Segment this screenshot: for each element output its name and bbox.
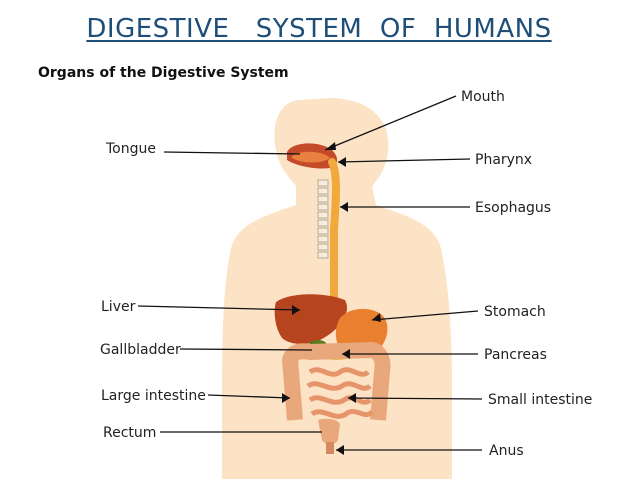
leader-pharynx [337, 158, 471, 163]
label-rectum: Rectum [103, 425, 156, 441]
leader-tongue [163, 151, 301, 155]
label-mouth: Mouth [461, 89, 505, 105]
tongue-shape [292, 151, 330, 163]
label-esophagus: Esophagus [475, 200, 551, 216]
large-intestine-shape [282, 342, 391, 421]
leader-liver [137, 305, 301, 311]
arrowheads [282, 142, 381, 455]
label-liver: Liver [101, 299, 136, 315]
slide-title: DIGESTIVE SYSTEM OF HUMANS [86, 14, 552, 44]
small-intestine-shape [306, 367, 374, 419]
trachea [317, 179, 329, 259]
leader-stomach [371, 310, 479, 321]
label-stomach: Stomach [484, 304, 546, 320]
leader-gallbladder [179, 348, 313, 351]
label-tongue: Tongue [105, 141, 156, 157]
rectum-shape [318, 418, 340, 445]
diagram-subtitle: Organs of the Digestive System [38, 65, 289, 81]
leader-mouth [324, 95, 457, 151]
label-large-intestine: Large intestine [101, 388, 206, 404]
leader-lines [137, 95, 483, 451]
anus-shape [326, 442, 334, 454]
label-small-intestine: Small intestine [488, 392, 592, 408]
label-pharynx: Pharynx [475, 152, 532, 168]
label-gallbladder: Gallbladder [100, 342, 181, 358]
leader-small-intestine [347, 397, 483, 400]
label-anus: Anus [489, 443, 524, 459]
label-pancreas: Pancreas [484, 347, 547, 363]
leader-large-intestine [207, 394, 291, 399]
